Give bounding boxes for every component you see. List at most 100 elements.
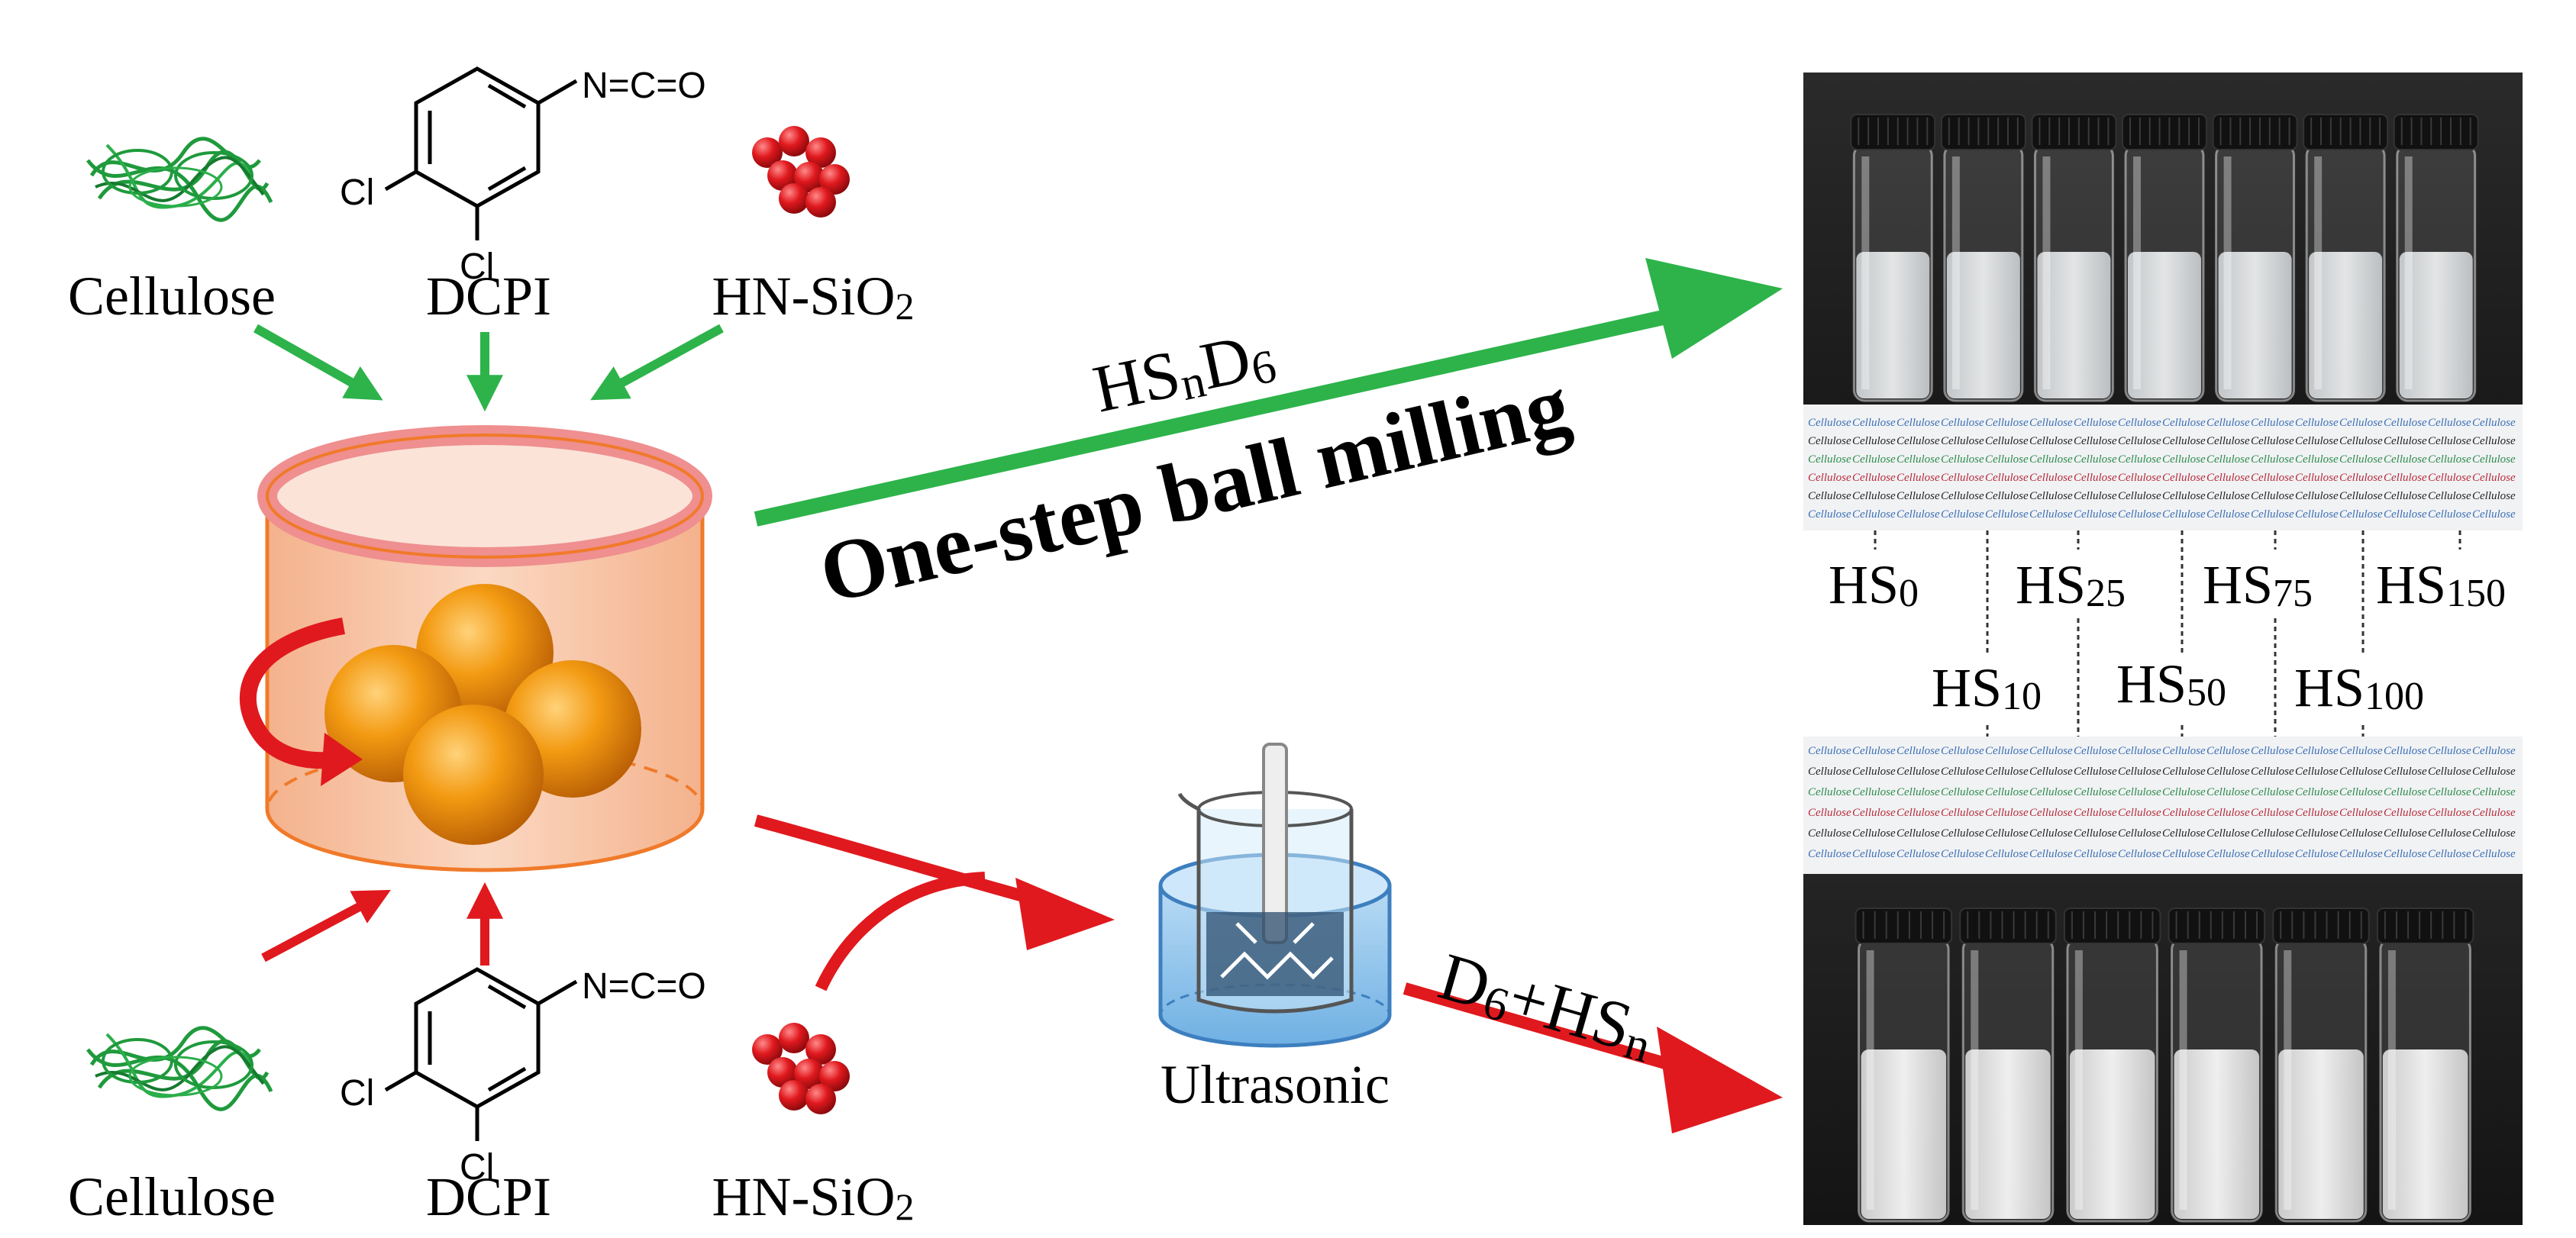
sample-label-hs25: HS25 (2016, 554, 2126, 615)
ultrasonic-label: Ultrasonic (1160, 1054, 1390, 1115)
cellulose-print-text: Cellulose (2251, 827, 2294, 840)
cellulose-print-text: Cellulose (2206, 807, 2250, 819)
cellulose-print-text: Cellulose (2251, 508, 2294, 521)
cellulose-print-text: Cellulose (2029, 453, 2073, 466)
cellulose-print-text: Cellulose (2074, 766, 2117, 778)
cellulose-print-text: Cellulose (1896, 435, 1940, 447)
cellulose-print-text: Cellulose (1852, 508, 1896, 521)
cellulose-print-text: Cellulose (2339, 807, 2383, 819)
cellulose-print-text: Cellulose (2029, 508, 2073, 521)
cellulose-print-text: Cellulose (2339, 745, 2383, 757)
top-vial (2031, 114, 2117, 402)
cellulose-print-text: Cellulose (2118, 827, 2161, 840)
cellulose-print-text: Cellulose (2074, 827, 2117, 840)
cellulose-print-text: Cellulose (1985, 417, 2029, 429)
cellulose-print-text: Cellulose (2339, 786, 2383, 798)
cellulose-print-text: Cellulose (2074, 786, 2117, 798)
cellulose-print-text: Cellulose (2118, 453, 2161, 466)
cellulose-print-text: Cellulose (1941, 807, 1984, 819)
chloro-label-bottom-1: Cl (340, 1073, 374, 1114)
cellulose-print-text: Cellulose (2206, 453, 2250, 466)
bottom-vial (1855, 908, 1953, 1223)
cellulose-print-text: Cellulose (2472, 453, 2516, 466)
cellulose-print-text: Cellulose (2118, 745, 2161, 757)
red-input-arrows (261, 882, 503, 966)
cellulose-print-text: Cellulose (2472, 490, 2516, 502)
cellulose-print-text: Cellulose (1941, 827, 1984, 840)
cellulose-print-text: Cellulose (2074, 508, 2117, 521)
cellulose-fiber-icon (88, 139, 271, 221)
cellulose-print-text: Cellulose (2295, 807, 2339, 819)
cellulose-print-text: Cellulose (2295, 417, 2339, 429)
cellulose-print-text: Cellulose (1808, 827, 1851, 840)
cellulose-print-text: Cellulose (2295, 766, 2339, 778)
cellulose-print-text: Cellulose (1896, 417, 1940, 429)
cellulose-print-text: Cellulose (2472, 848, 2516, 860)
cellulose-print-text: Cellulose (1896, 848, 1940, 860)
bottom-inputs: Cellulose N=C=O Cl Cl DCPI HN-SiO2 (68, 966, 914, 1228)
cellulose-print-text: Cellulose (1896, 827, 1940, 840)
cellulose-print-text: Cellulose (2295, 490, 2339, 502)
cellulose-print-text: Cellulose (2295, 848, 2339, 860)
cellulose-print-text: Cellulose (2428, 490, 2471, 502)
cellulose-print-text: Cellulose (1941, 417, 1984, 429)
cellulose-print-text: Cellulose (2472, 786, 2516, 798)
cellulose-print-text: Cellulose (2074, 453, 2117, 466)
d6-hsn-label: D6+HSn (1431, 940, 1663, 1072)
cellulose-print-text: Cellulose (1808, 435, 1851, 447)
cellulose-print-text: Cellulose (2384, 453, 2427, 466)
cellulose-print-text: Cellulose (2074, 472, 2117, 484)
cellulose-print-text: Cellulose (2074, 848, 2117, 860)
cellulose-print-text: Cellulose (2251, 786, 2294, 798)
cellulose-print-text: Cellulose (2074, 807, 2117, 819)
cellulose-print-text: Cellulose (2118, 508, 2161, 521)
cellulose-print-text: Cellulose (2162, 807, 2206, 819)
cellulose-print-text: Cellulose (2339, 417, 2383, 429)
cellulose-print-text: Cellulose (2029, 827, 2073, 840)
cellulose-print-text: Cellulose (1896, 807, 1940, 819)
cellulose-print-text: Cellulose (1985, 490, 2029, 502)
cellulose-print-text: Cellulose (1985, 435, 2029, 447)
sample-label-hs50: HS50 (2116, 653, 2226, 714)
sample-labels-lower: HS10 HS50 HS100 (1932, 653, 2424, 718)
cellulose-print-text: Cellulose (1896, 786, 1940, 798)
cellulose-print-text: Cellulose (2428, 807, 2471, 819)
cellulose-print-text: Cellulose (2206, 766, 2250, 778)
top-vial (1940, 114, 2026, 402)
cellulose-print-text: Cellulose (2339, 848, 2383, 860)
cellulose-print-text: Cellulose (2206, 508, 2250, 521)
cellulose-print-text: Cellulose (1941, 453, 1984, 466)
cellulose-print-text: Cellulose (2384, 745, 2427, 757)
cellulose-print-text: Cellulose (1808, 453, 1851, 466)
cellulose-print-text: Cellulose (2118, 848, 2161, 860)
cellulose-print-text: Cellulose (1896, 453, 1940, 466)
cellulose-print-text: Cellulose (2251, 807, 2294, 819)
cellulose-print-text: Cellulose (2384, 508, 2427, 521)
ultrasonic-bath-icon (1158, 743, 1392, 1048)
cellulose-print-text: Cellulose (1808, 508, 1851, 521)
ball-mill-jar (239, 425, 712, 872)
cellulose-print-text: Cellulose (2251, 472, 2294, 484)
cellulose-print-text: Cellulose (2206, 417, 2250, 429)
cellulose-print-text: Cellulose (1852, 766, 1896, 778)
cellulose-print-text: Cellulose (2428, 827, 2471, 840)
bottom-vial (2063, 908, 2161, 1223)
cellulose-print-text: Cellulose (2118, 490, 2161, 502)
cellulose-print-text: Cellulose (1896, 472, 1940, 484)
cellulose-print-text: Cellulose (1941, 490, 1984, 502)
cellulose-print-text: Cellulose (2029, 766, 2073, 778)
cellulose-print-text: Cellulose (2029, 490, 2073, 502)
cellulose-print-text: Cellulose (2472, 472, 2516, 484)
dcpi-molecule-bottom: N=C=O Cl Cl (340, 966, 706, 1188)
cellulose-print-text: Cellulose (2472, 827, 2516, 840)
sample-label-hs150: HS150 (2376, 554, 2506, 615)
cellulose-print-text: Cellulose (2339, 827, 2383, 840)
bottom-vial (2376, 908, 2474, 1223)
silica-nanoparticle-icon (752, 1023, 850, 1114)
chloro-label-bottom-2: Cl (460, 1147, 494, 1188)
sample-label-hs10: HS10 (1932, 657, 2042, 718)
cellulose-print-text: Cellulose (2295, 472, 2339, 484)
cellulose-print-text: Cellulose (2339, 508, 2383, 521)
cellulose-print-text: Cellulose (2118, 435, 2161, 447)
top-vial (1850, 114, 1936, 402)
